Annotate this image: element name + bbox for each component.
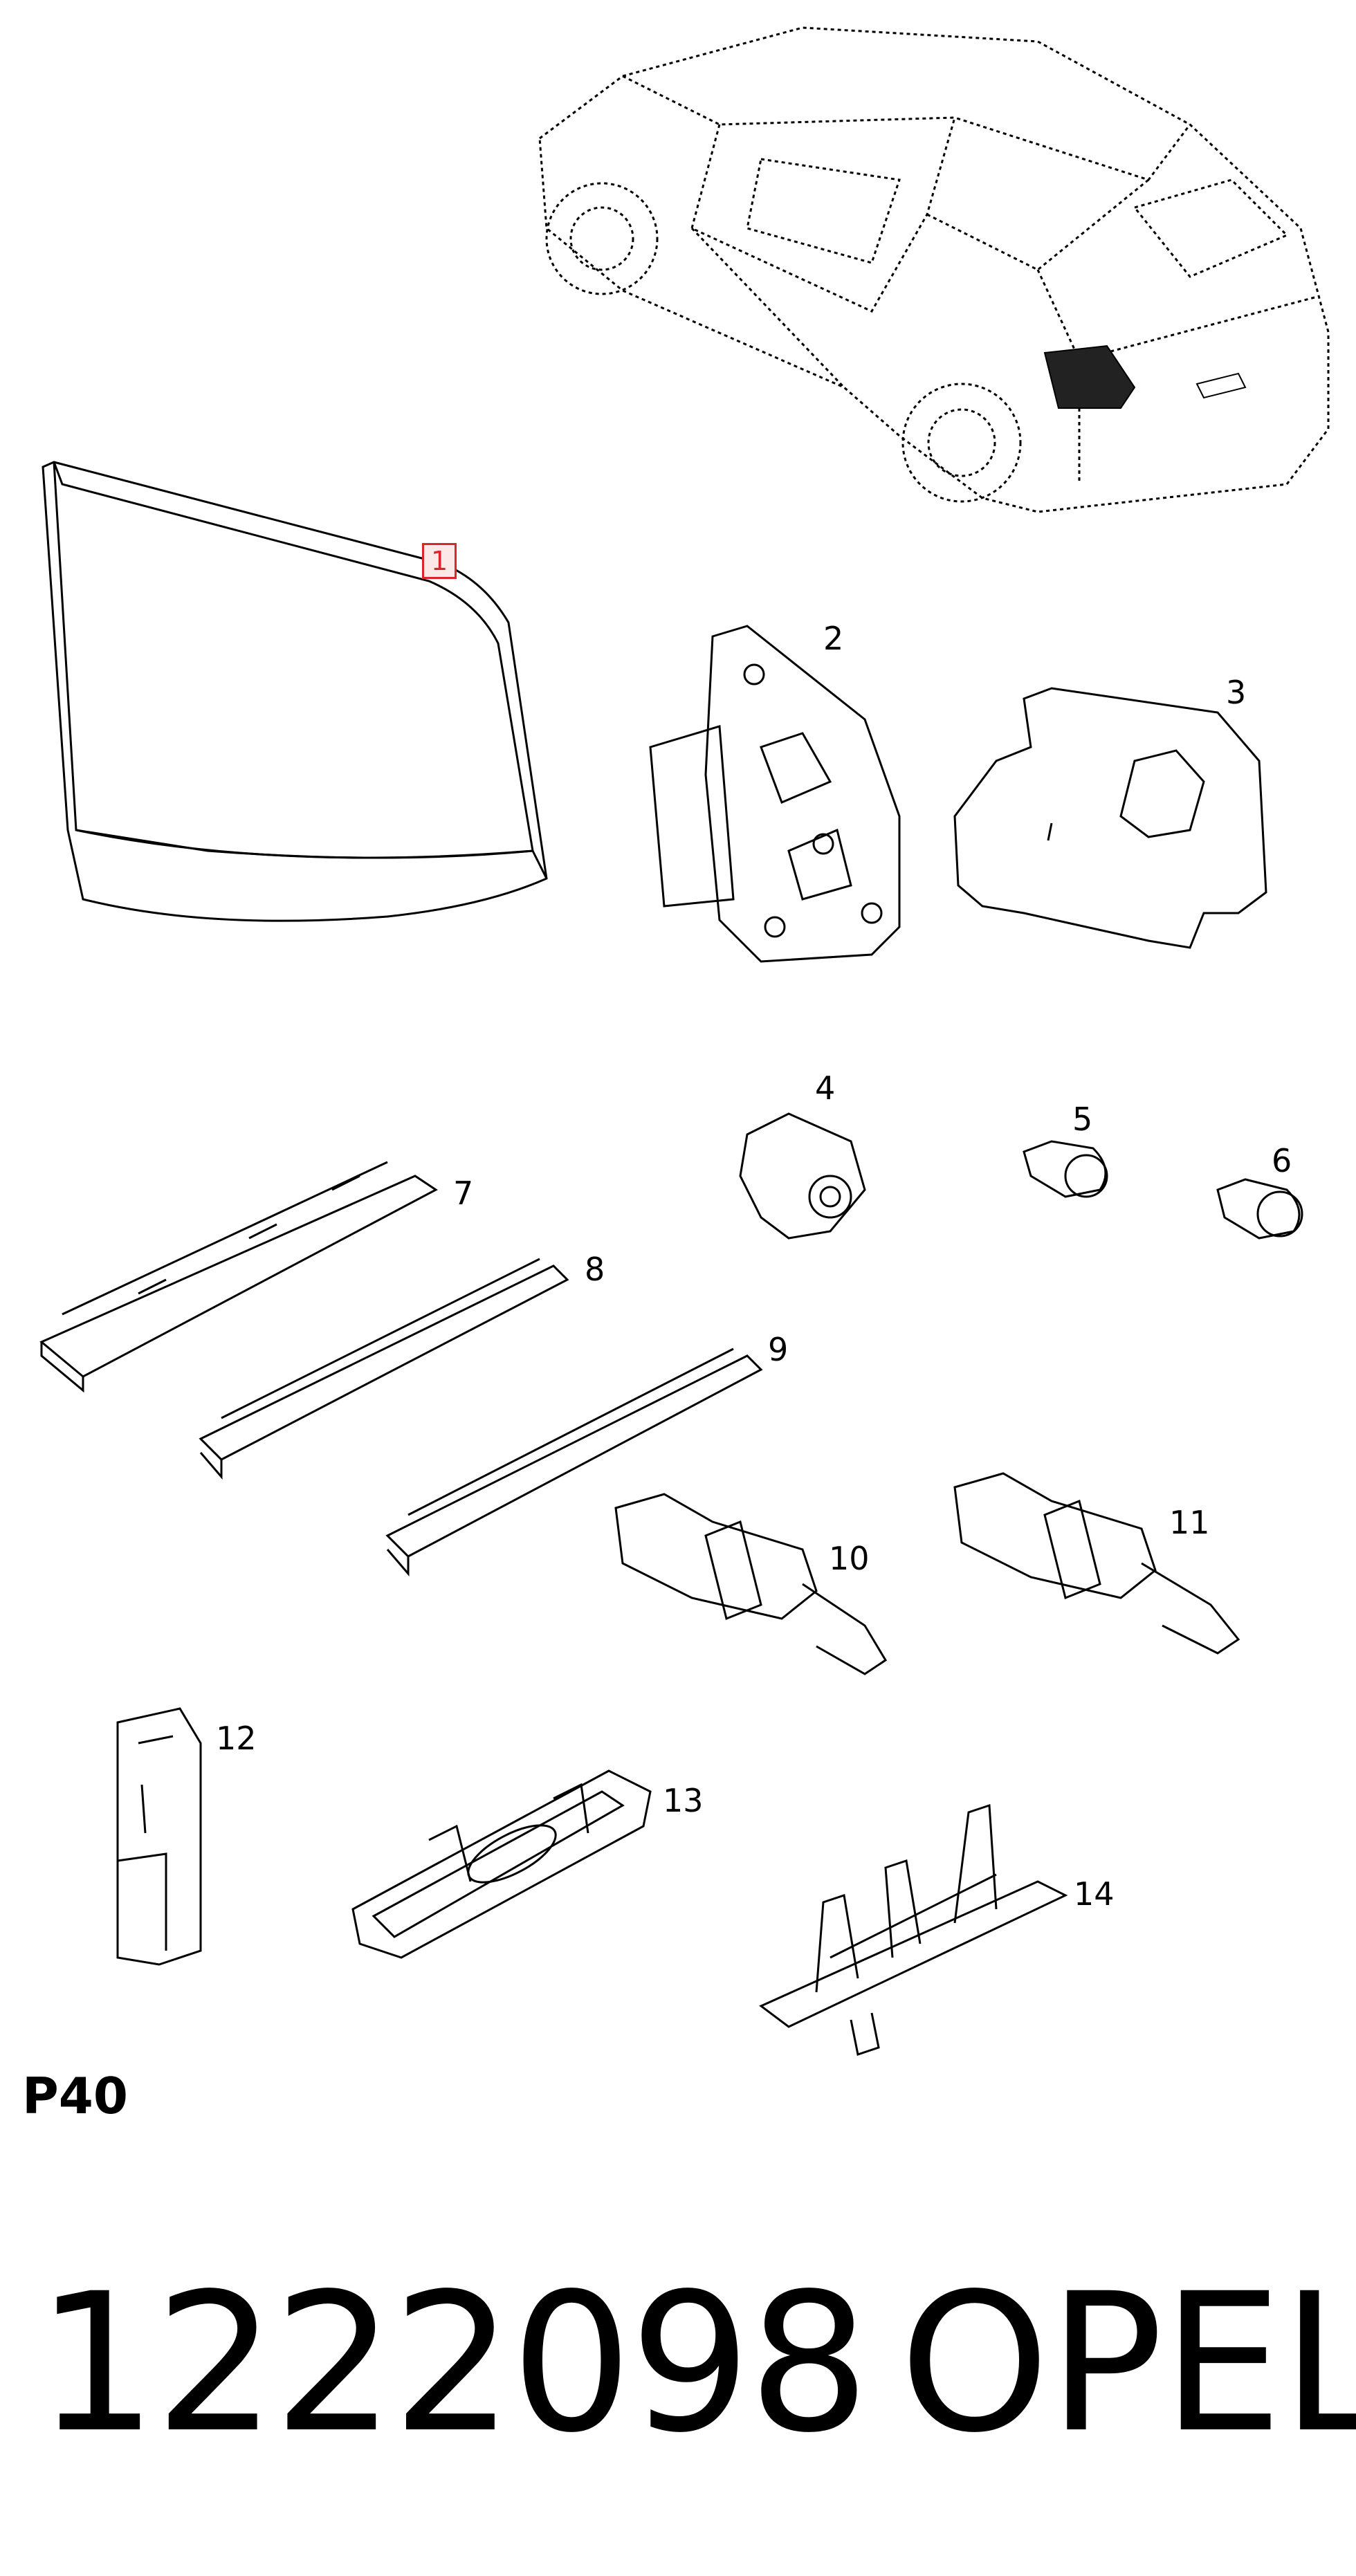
part-6-bulb <box>1216 1178 1303 1240</box>
vehicle-illustration <box>538 26 1330 513</box>
part-number: 1222098 <box>36 2253 870 2475</box>
callout-11: 11 <box>1169 1504 1210 1541</box>
part-12-connector <box>116 1707 202 1966</box>
part-1-tail-lamp <box>42 461 548 922</box>
part-2-bulb-holder <box>649 625 901 963</box>
part-14-bracket <box>759 1803 1068 2056</box>
part-13-plate-lamp <box>351 1769 652 1959</box>
part-4-lamp-socket <box>739 1112 866 1240</box>
part-11-bulb-holder <box>953 1472 1240 1655</box>
callout-12: 12 <box>216 1720 257 1757</box>
part-3-gasket <box>953 687 1267 949</box>
callout-7: 7 <box>453 1175 474 1212</box>
callout-10: 10 <box>829 1540 870 1577</box>
car-tail-lamp-highlight <box>1043 344 1136 409</box>
section-code: P40 <box>22 2067 128 2125</box>
callout-13: 13 <box>663 1782 704 1819</box>
callout-9: 9 <box>768 1331 789 1368</box>
part-10-bulb-holder <box>614 1493 888 1675</box>
part-5-bulb <box>1023 1140 1108 1198</box>
callout-14: 14 <box>1074 1875 1115 1913</box>
part-9-lamp-strip <box>385 1347 763 1577</box>
callout-4: 4 <box>815 1069 836 1107</box>
callout-1: 1 <box>422 543 457 579</box>
callout-6: 6 <box>1272 1142 1292 1179</box>
brand-name: OPEL <box>899 2253 1356 2475</box>
callout-8: 8 <box>585 1251 605 1288</box>
callout-5: 5 <box>1072 1101 1093 1138</box>
callout-3: 3 <box>1226 674 1247 711</box>
part-7-lamp-strip <box>39 1161 438 1393</box>
part-8-lamp-strip <box>199 1258 569 1480</box>
callout-2: 2 <box>823 620 844 657</box>
